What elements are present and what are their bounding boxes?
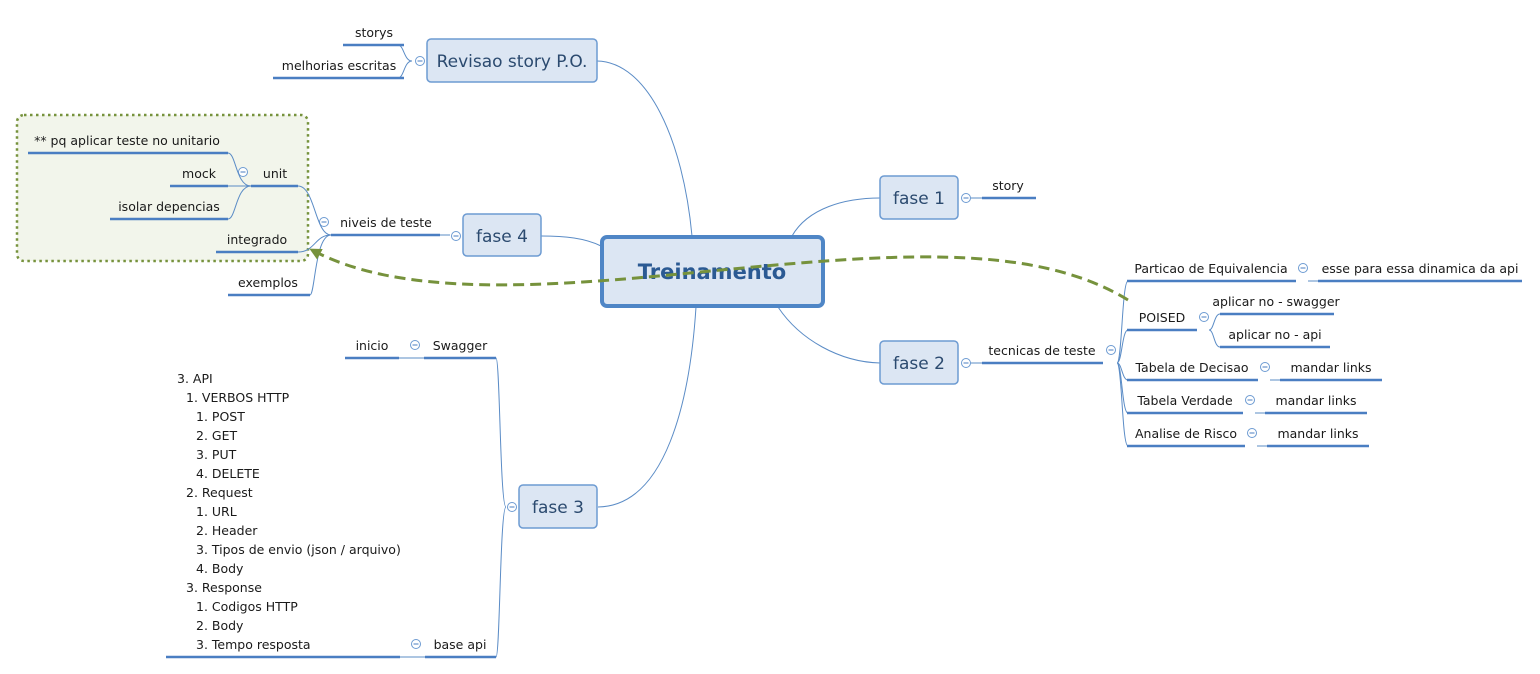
tecnica-poised: POISED xyxy=(1139,310,1186,325)
note-line: 1. Codigos HTTP xyxy=(196,599,298,614)
risco-child-links: mandar links xyxy=(1277,426,1358,441)
topic-fase3-label: fase 3 xyxy=(532,498,584,518)
topic-revisao-label: Revisao story P.O. xyxy=(437,52,588,72)
niveis-exemplos: exemplos xyxy=(238,275,298,290)
note-line: 3. Response xyxy=(186,580,262,595)
connector-fase2 xyxy=(777,306,881,364)
minus-circle-icon[interactable] xyxy=(507,502,517,512)
fase1-child-story: story xyxy=(992,178,1024,193)
note-line: 3. API xyxy=(177,371,213,386)
minus-circle-icon[interactable] xyxy=(411,639,421,649)
unit-child-isolar: isolar depencias xyxy=(118,199,220,214)
connector-revisao xyxy=(596,60,693,237)
minus-circle-icon[interactable] xyxy=(238,167,248,177)
minus-circle-icon[interactable] xyxy=(961,358,971,368)
tecnica-analise-risco: Analise de Risco xyxy=(1135,426,1237,441)
topic-fase4-label: fase 4 xyxy=(476,227,528,247)
minus-circle-icon[interactable] xyxy=(961,193,971,203)
niveis-integrado: integrado xyxy=(227,232,287,247)
minus-circle-icon[interactable] xyxy=(451,231,461,241)
niveis-unit: unit xyxy=(263,166,287,181)
connector-fase4 xyxy=(540,235,602,247)
minus-circle-icon[interactable] xyxy=(1247,428,1257,438)
note-line: 3. Tempo resposta xyxy=(196,637,311,652)
central-topic[interactable]: Treinamento xyxy=(600,235,825,308)
tecnica-tabela-decisao: Tabela de Decisao xyxy=(1134,360,1248,375)
verdade-child-links: mandar links xyxy=(1275,393,1356,408)
note-line: 2. Body xyxy=(196,618,244,633)
note-line: 4. DELETE xyxy=(196,466,260,481)
unit-child-mock: mock xyxy=(182,166,217,181)
group-boundary xyxy=(15,113,310,263)
minus-circle-icon[interactable] xyxy=(415,56,425,66)
decisao-child-links: mandar links xyxy=(1290,360,1371,375)
note-line: 2. Header xyxy=(196,523,258,538)
note-line: 1. URL xyxy=(196,504,237,519)
swagger-child-inicio: inicio xyxy=(356,338,389,353)
relationship-arrow[interactable] xyxy=(309,248,1129,302)
unit-child-pq-aplicar: ** pq aplicar teste no unitario xyxy=(34,133,220,148)
note-line: 4. Body xyxy=(196,561,244,576)
minus-circle-icon[interactable] xyxy=(410,340,420,350)
minus-circle-icon[interactable] xyxy=(1199,312,1209,322)
poised-child-swagger: aplicar no - swagger xyxy=(1212,294,1340,309)
poised-child-api: aplicar no - api xyxy=(1228,327,1321,342)
particao-child-dinamica: esse para essa dinamica da api xyxy=(1322,261,1519,276)
revisao-child-storys: storys xyxy=(355,25,393,40)
fase2-branch-tecnicas: tecnicas de teste xyxy=(988,343,1095,358)
revisao-child-melhorias: melhorias escritas xyxy=(282,58,396,73)
note-line: 3. Tipos de envio (json / arquivo) xyxy=(196,542,401,557)
minus-circle-icon[interactable] xyxy=(1260,362,1270,372)
base-api-notes: 3. API 1. VERBOS HTTP 1. POST 2. GET 3. … xyxy=(177,371,401,652)
connector-fase3 xyxy=(597,306,697,508)
note-line: 2. GET xyxy=(196,428,237,443)
minus-circle-icon[interactable] xyxy=(1106,345,1116,355)
fase3-swagger: Swagger xyxy=(433,338,488,353)
note-line: 1. VERBOS HTTP xyxy=(186,390,290,405)
tecnica-particao: Particao de Equivalencia xyxy=(1134,261,1287,276)
topic-fase2-label: fase 2 xyxy=(893,354,945,374)
topic-revisao[interactable]: Revisao story P.O. xyxy=(426,38,598,83)
minus-circle-icon[interactable] xyxy=(1298,263,1308,273)
topic-fase1[interactable]: fase 1 xyxy=(879,175,959,220)
central-topic-label: Treinamento xyxy=(638,260,786,284)
topic-fase2[interactable]: fase 2 xyxy=(879,340,959,385)
topic-fase4[interactable]: fase 4 xyxy=(462,213,542,257)
minus-circle-icon[interactable] xyxy=(1245,395,1255,405)
note-line: 3. PUT xyxy=(196,447,237,462)
topic-fase1-label: fase 1 xyxy=(893,189,945,209)
connector-fase1 xyxy=(791,197,881,237)
topic-fase3[interactable]: fase 3 xyxy=(518,484,598,529)
fase3-base-api: base api xyxy=(434,637,487,652)
note-line: 1. POST xyxy=(196,409,245,424)
note-line: 2. Request xyxy=(186,485,253,500)
fase4-branch-niveis: niveis de teste xyxy=(340,215,432,230)
tecnica-tabela-verdade: Tabela Verdade xyxy=(1136,393,1233,408)
